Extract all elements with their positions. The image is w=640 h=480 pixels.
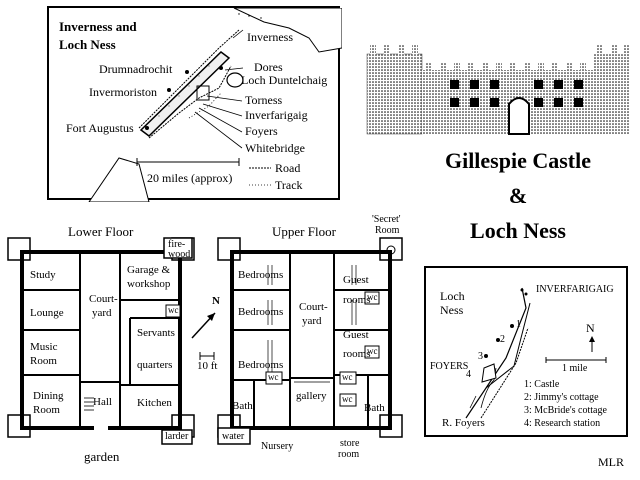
room-bath-2: Bath <box>364 402 385 414</box>
room-wc-lower: wc <box>168 305 179 315</box>
place-invermoriston: Invermoriston <box>89 85 157 99</box>
inset-place-foyers: FOYERS <box>430 361 469 372</box>
room-bath-1: Bath <box>232 400 253 412</box>
inset-map-inverfarigaig: Loch Ness INVERFARIGAIG FOYERS R. Foyers… <box>424 266 628 437</box>
place-dores: Dores <box>254 60 283 74</box>
lower-floor-title: Lower Floor <box>68 224 134 239</box>
room-guest-1: Guest <box>343 274 369 286</box>
inset-legend-2: 2: Jimmy's cottage <box>524 392 599 403</box>
room-store-room: room <box>338 449 360 460</box>
room-kitchen: Kitchen <box>137 397 172 409</box>
inset-north-letter: N <box>586 321 595 335</box>
inset-legend-4: 4: Research station <box>524 418 601 429</box>
room-lounge: Lounge <box>30 307 64 319</box>
room-workshop: workshop <box>127 278 171 290</box>
room-wc-upper-5: wc <box>342 394 353 404</box>
legend-road: Road <box>275 161 301 175</box>
room-dining: Dining <box>33 390 64 402</box>
inset-legend-1: 1: Castle <box>524 379 560 390</box>
floor-plan-scale-label: 10 ft <box>197 360 218 372</box>
room-wc-upper-3: wc <box>268 372 279 382</box>
inset-point-2: 2 <box>500 334 505 345</box>
region-map-drawing <box>88 8 342 202</box>
inset-point-4: 4 <box>466 369 471 380</box>
legend-track: Track <box>275 178 303 192</box>
loch-ness-region-map: Inverness and Loch Ness Inverness Drumna… <box>47 6 342 202</box>
region-map-title-line1: Inverness and <box>59 19 137 34</box>
place-foyers: Foyers <box>245 124 278 138</box>
room-hall: Hall <box>93 396 112 408</box>
room-firewood-2: wood <box>168 249 191 260</box>
room-bedrooms-3: Bedrooms <box>238 359 284 371</box>
inset-point-1: 1 <box>516 319 521 330</box>
room-courtyard-lower-2: yard <box>92 307 112 319</box>
inset-map-drawing <box>465 287 607 419</box>
scale-label-20-miles: 20 miles (approx) <box>147 171 233 185</box>
room-gallery: gallery <box>296 390 327 402</box>
room-guest-2: Guest <box>343 329 369 341</box>
room-servants: Servants <box>137 327 175 339</box>
place-torness: Torness <box>245 93 283 107</box>
place-whitebridge: Whitebridge <box>245 141 305 155</box>
room-courtyard-lower-1: Court- <box>89 293 118 305</box>
room-wc-upper-1: wc <box>367 292 378 302</box>
room-water: water <box>222 431 245 442</box>
inset-title-ness: Ness <box>440 303 464 317</box>
secret-room-label-1: 'Secret' <box>372 214 401 225</box>
inset-point-3: 3 <box>478 351 483 362</box>
room-bedrooms-1: Bedrooms <box>238 269 284 281</box>
credit-initials: MLR <box>598 455 625 469</box>
inset-title-loch: Loch <box>440 289 465 303</box>
place-fort-augustus: Fort Augustus <box>66 121 134 135</box>
upper-floor-title: Upper Floor <box>272 224 336 239</box>
inset-legend-3: 3: McBride's cottage <box>524 405 607 416</box>
room-courtyard-upper-2: yard <box>302 315 322 327</box>
room-garage: Garage & <box>127 264 171 276</box>
place-loch-duntelchaig: Loch Duntelchaig <box>241 73 328 87</box>
place-inverness: Inverness <box>247 30 293 44</box>
main-title-ampersand: & <box>508 183 528 208</box>
room-guest-1-rooms: rooms <box>343 294 371 306</box>
room-courtyard-upper-1: Court- <box>299 301 328 313</box>
room-larder: larder <box>165 431 189 442</box>
main-title-line1: Gillespie Castle <box>444 148 592 173</box>
inset-place-inverfarigaig: INVERFARIGAIG <box>536 284 614 295</box>
place-drumnadrochit: Drumnadrochit <box>99 62 173 76</box>
inset-scale-label: 1 mile <box>562 363 588 374</box>
room-guest-2-rooms: rooms <box>343 348 371 360</box>
room-store: store <box>340 438 360 449</box>
secret-room-label-2: Room <box>375 225 400 236</box>
room-firewood-1: fire- <box>168 239 186 250</box>
room-study: Study <box>30 269 56 281</box>
floor-plan-north-letter: N <box>212 295 220 307</box>
room-bedrooms-2: Bedrooms <box>238 306 284 318</box>
room-dining-room: Room <box>33 404 60 416</box>
region-map-title-line2: Loch Ness <box>59 37 116 52</box>
room-music: Music <box>30 341 58 353</box>
room-nursery: Nursery <box>261 441 294 452</box>
main-title-line3: Loch Ness <box>470 218 566 243</box>
inset-river-foyers: R. Foyers <box>442 417 485 429</box>
room-quarters: quarters <box>137 359 173 371</box>
room-wc-upper-2: wc <box>367 346 378 356</box>
room-music-room: Room <box>30 355 57 367</box>
place-inverfarigaig: Inverfarigaig <box>245 108 308 122</box>
garden-label: garden <box>84 449 120 464</box>
room-wc-upper-4: wc <box>342 372 353 382</box>
